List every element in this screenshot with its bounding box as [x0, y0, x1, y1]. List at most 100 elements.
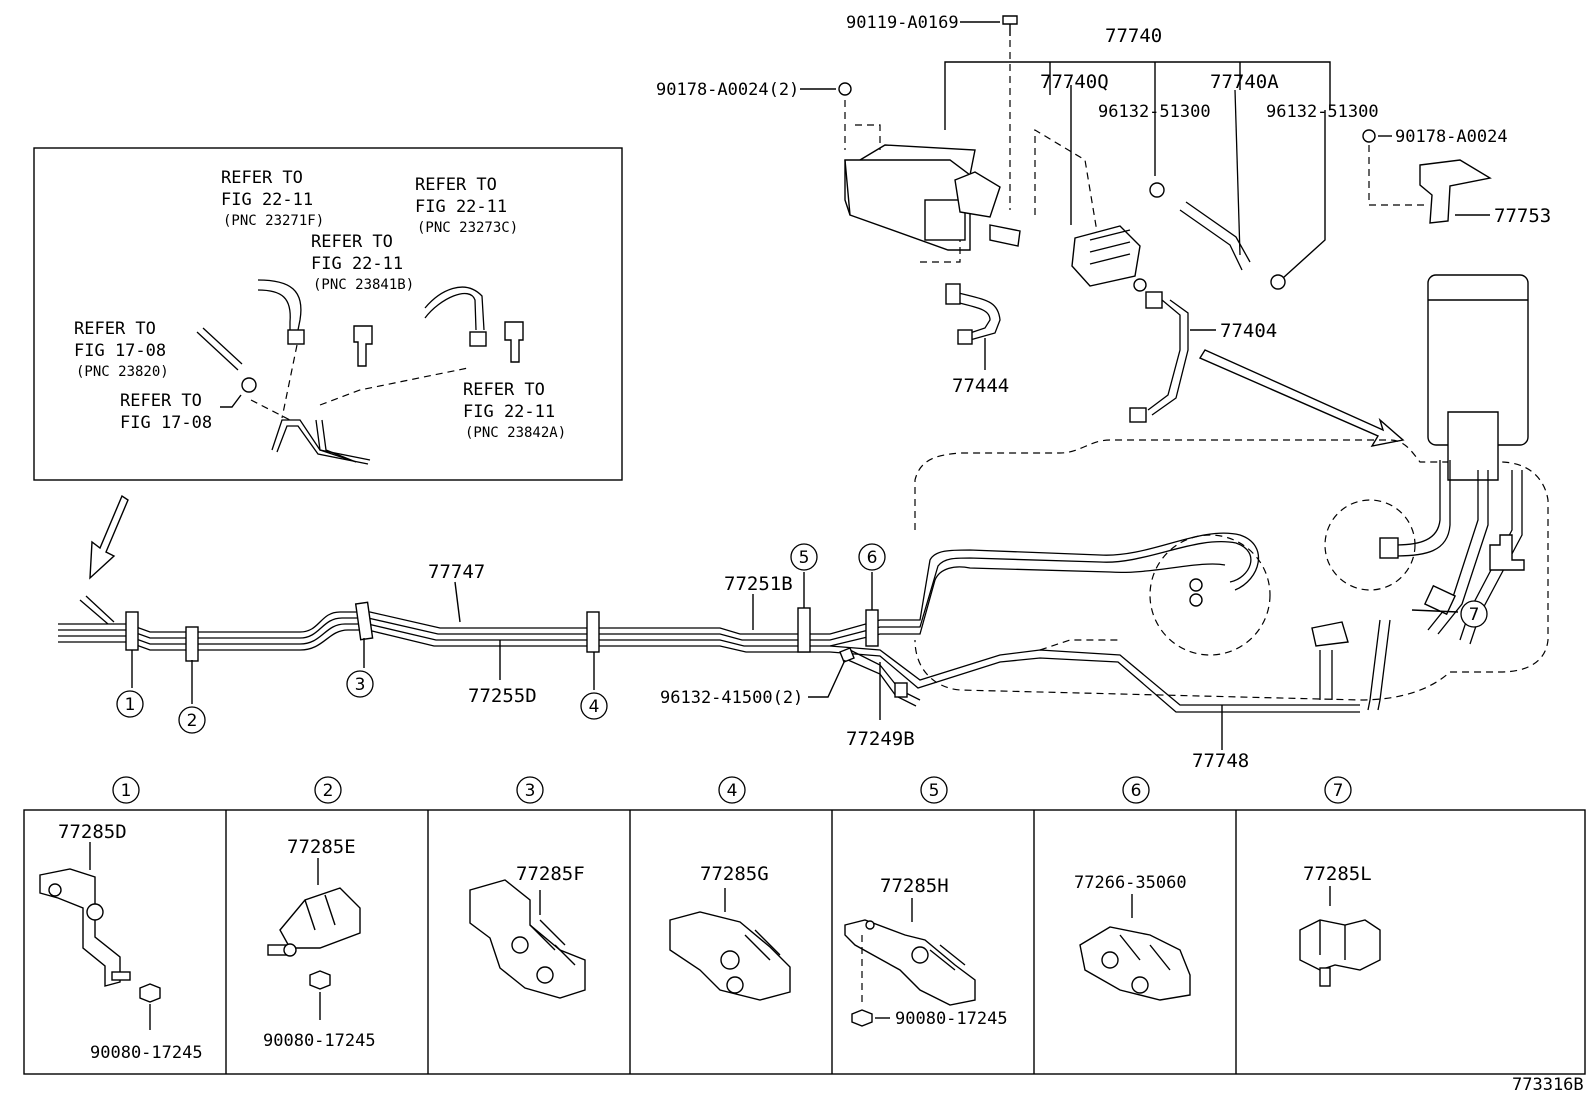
clamp-6-on-pipe: [865, 609, 879, 647]
label-77255d: 77255D: [468, 685, 537, 707]
label-90119-a0169: 90119-A0169: [846, 13, 959, 33]
svg-text:4: 4: [589, 697, 600, 717]
clamp-4-part: 77285G: [700, 863, 769, 885]
inset-refer-2-l2: FIG 22-11: [311, 254, 403, 274]
inset-refer-4-l2: FIG 17-08: [74, 341, 166, 361]
clamp-header-5: 5: [920, 776, 948, 804]
inset-pipe-bundle: [271, 344, 469, 465]
inset-refer-5-l1: REFER TO: [120, 391, 202, 411]
inset-refer-3-l3: (PNC 23273C): [417, 220, 518, 236]
clamp-7-drawing: [1299, 919, 1381, 987]
canister-arrow: [1198, 349, 1405, 447]
label-96132-41500-2: 96132-41500(2): [660, 688, 803, 708]
fuel-tank-outline: [914, 439, 1549, 701]
clamp-table: [23, 809, 1586, 1075]
svg-text:5: 5: [799, 548, 810, 568]
svg-text:3: 3: [525, 781, 536, 801]
svg-text:2: 2: [187, 711, 198, 731]
main-pipe-bundle: [58, 532, 1360, 713]
canister-group: [800, 15, 1492, 423]
clamp-1-drawing: [39, 868, 131, 987]
clamp-header-2: 2: [314, 776, 342, 804]
inset-refer-1-l1: REFER TO: [221, 168, 303, 188]
clamp-3-part: 77285F: [516, 863, 585, 885]
inset-refer-6-l3: (PNC 23842A): [465, 425, 566, 441]
inset-refer-6-l1: REFER TO: [463, 380, 545, 400]
inset-detail: REFER TO FIG 22-11 (PNC 23271F) REFER TO…: [33, 147, 623, 481]
inset-hose-left: [257, 279, 305, 345]
clamp-4-on-pipe: [586, 611, 600, 653]
clamp-header-1: 1: [112, 776, 140, 804]
clamp-header-3: 3: [516, 776, 544, 804]
label-77740: 77740: [1105, 25, 1162, 47]
clamp-header-6: 6: [1122, 776, 1150, 804]
inset-refer-2-l1: REFER TO: [311, 232, 393, 252]
callout-6: 6: [858, 543, 886, 571]
label-77404: 77404: [1220, 320, 1277, 342]
label-77748: 77748: [1192, 750, 1249, 772]
label-77747: 77747: [428, 561, 485, 583]
clamp-1-bolt: 90080-17245: [90, 1043, 203, 1063]
clamp-2-bolt: 90080-17245: [263, 1031, 376, 1051]
callout-2: 2: [178, 706, 206, 734]
label-77753: 77753: [1494, 205, 1551, 227]
clamp-7-part: 77285L: [1303, 863, 1372, 885]
svg-text:1: 1: [125, 695, 136, 715]
figure-id: 773316B: [1512, 1075, 1584, 1095]
svg-text:6: 6: [867, 548, 878, 568]
callout-4: 4: [580, 692, 608, 720]
svg-text:7: 7: [1333, 781, 1344, 801]
callout-7: 7: [1460, 600, 1488, 628]
label-96132-51300-a: 96132-51300: [1098, 102, 1211, 122]
leader-lines: [131, 572, 1459, 750]
clamp-1-on-pipe: [125, 611, 139, 651]
label-77444: 77444: [952, 375, 1009, 397]
svg-text:5: 5: [929, 781, 940, 801]
inset-refer-5-l2: FIG 17-08: [120, 413, 212, 433]
inset-refer-1-l2: FIG 22-11: [221, 190, 313, 210]
clamp-header-4: 4: [718, 776, 746, 804]
label-90178-a0024-2: 90178-A0024(2): [656, 80, 799, 100]
inset-refer-3-l1: REFER TO: [415, 175, 497, 195]
svg-text:4: 4: [727, 781, 738, 801]
filler-pipe: [1311, 274, 1529, 711]
callout-1: 1: [116, 690, 144, 718]
clamp-header-7: 7: [1324, 776, 1352, 804]
inset-refer-3-l2: FIG 22-11: [415, 197, 507, 217]
clamp-2-on-pipe: [185, 626, 199, 662]
clamp-5-on-pipe: [797, 607, 811, 653]
label-77740a: 77740A: [1210, 71, 1279, 93]
clamp-5-bolt: 90080-17245: [895, 1009, 1008, 1029]
callout-5: 5: [790, 543, 818, 571]
clamp-3-drawing: [469, 879, 586, 999]
clamp-5-part: 77285H: [880, 875, 949, 897]
inset-refer-1-l3: (PNC 23271F): [223, 213, 324, 229]
svg-text:6: 6: [1131, 781, 1142, 801]
label-77249b: 77249B: [846, 728, 915, 750]
callout-3: 3: [346, 670, 374, 698]
clamp-6-part: 77266-35060: [1074, 873, 1187, 893]
svg-text:3: 3: [355, 675, 366, 695]
svg-text:1: 1: [121, 781, 132, 801]
inset-clip-a: [353, 325, 373, 367]
svg-text:7: 7: [1469, 605, 1480, 625]
clamp-2-part: 77285E: [287, 836, 356, 858]
clamp-6-drawing: [1079, 926, 1191, 1001]
label-96132-51300-b: 96132-51300: [1266, 102, 1379, 122]
clamp-3-on-pipe: [354, 601, 374, 641]
inset-connector: [196, 327, 257, 408]
inset-arrow: [89, 494, 129, 580]
inset-refer-4-l3: (PNC 23820): [76, 364, 169, 380]
clamp-4-drawing: [669, 911, 791, 1001]
clamp-2-drawing: [267, 887, 361, 957]
label-77251b: 77251B: [724, 573, 793, 595]
clamp-5-drawing: [844, 919, 976, 1006]
label-90178-a0024: 90178-A0024: [1395, 127, 1508, 147]
svg-text:2: 2: [323, 781, 334, 801]
inset-refer-4-l1: REFER TO: [74, 319, 156, 339]
inset-refer-6-l2: FIG 22-11: [463, 402, 555, 422]
label-77740q: 77740Q: [1040, 71, 1109, 93]
clamp-1-part: 77285D: [58, 821, 127, 843]
inset-hose-right: [424, 286, 487, 347]
